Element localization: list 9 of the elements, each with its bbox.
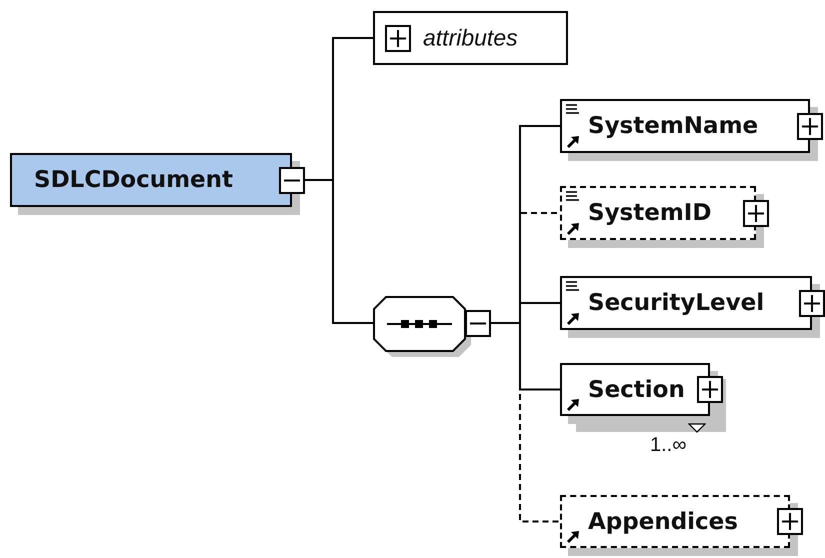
element-name: SecurityLevel bbox=[588, 290, 764, 316]
cardinality-label: 1..∞ bbox=[650, 434, 686, 457]
element-name: Appendices bbox=[588, 508, 738, 534]
element-name: SystemID bbox=[588, 200, 712, 226]
connector-line bbox=[491, 322, 560, 390]
attributes-label: attributes bbox=[423, 24, 518, 52]
element-name: Section bbox=[588, 376, 685, 402]
element-name: SystemName bbox=[588, 113, 758, 139]
element-name: SDLCDocument bbox=[34, 167, 234, 193]
